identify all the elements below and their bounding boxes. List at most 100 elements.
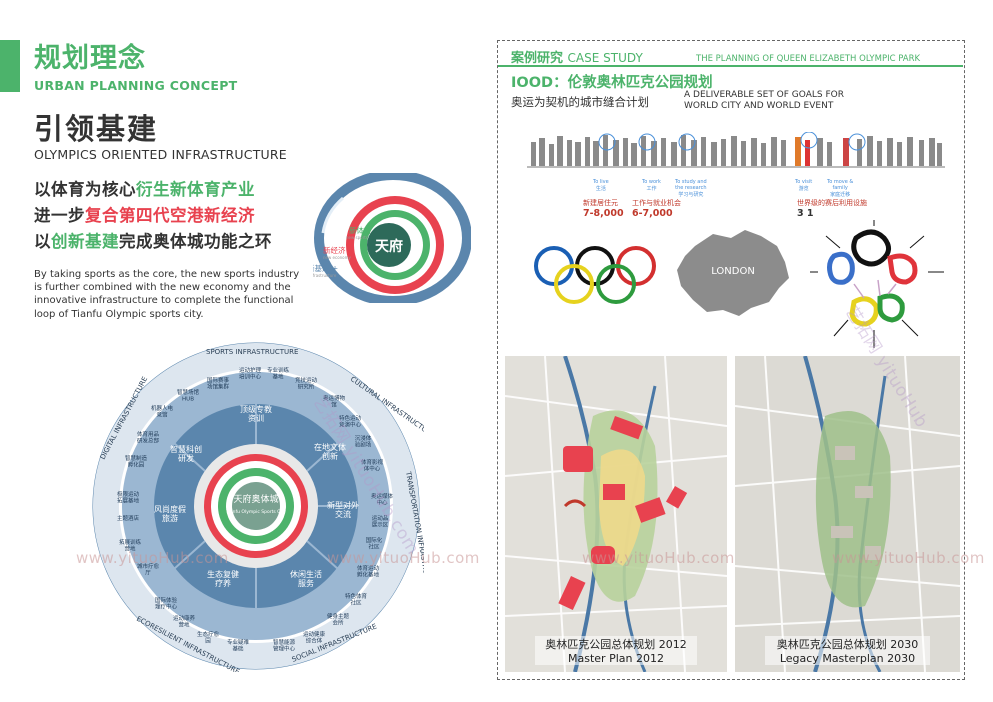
facility-label: 生态疗愈园 bbox=[197, 630, 220, 644]
goal-item: To live 生活 bbox=[593, 179, 609, 192]
facility-label: 智慧制造孵化园 bbox=[125, 454, 148, 468]
goals-row: To live 生活 To work 工作 To study and the r… bbox=[527, 177, 945, 232]
ring-tiny-label: new sports bbox=[346, 235, 368, 240]
stat-block: 新建居住元 7-8,000 bbox=[583, 198, 624, 219]
facility-label: 竞技运动研究所 bbox=[295, 376, 318, 390]
case-study-header bbox=[498, 41, 963, 67]
stat-label: 工作与就业机会 bbox=[632, 199, 681, 207]
sector-title: 在地文体创新 bbox=[314, 442, 346, 461]
facility-label: 体育用品研发总部 bbox=[137, 430, 160, 444]
stat-label: 世界级的赛后利用设施 bbox=[797, 199, 867, 207]
sector-title: 顶级专教资训 bbox=[240, 404, 272, 423]
facility-label: 专业训练基地 bbox=[267, 366, 290, 380]
case-study-subject: THE PLANNING OF QUEEN ELIZABETH OLYMPIC … bbox=[696, 54, 921, 64]
london-map-shape: LONDON bbox=[677, 230, 789, 316]
map-caption-en: Legacy Masterplan 2030 bbox=[779, 652, 916, 665]
stat-block: 工作与就业机会 6-7,000 bbox=[632, 198, 681, 219]
watermark: www.yituoHub.com bbox=[327, 549, 480, 567]
case-study-title: 案例研究 CASE STUDY bbox=[511, 47, 643, 66]
goal-item: To work 工作 bbox=[642, 179, 661, 192]
goal-item: To move & family 家庭迁移 bbox=[827, 179, 854, 198]
people-illustration bbox=[527, 132, 945, 168]
goal-item: To visit 游览 bbox=[795, 179, 813, 192]
facility-label: 主题酒店 bbox=[117, 514, 140, 522]
facility-label: 沉浸体验剧场 bbox=[355, 434, 372, 448]
facility-label: 运动品展示区 bbox=[372, 514, 389, 528]
goal-item: To study and the research 学习与研究 bbox=[675, 179, 707, 198]
sector-title: 新型对外交流 bbox=[327, 500, 359, 519]
facility-label: 运动健康综合体 bbox=[303, 630, 326, 644]
sector-title: 风尚度假旅游 bbox=[154, 504, 186, 523]
sector-title: 休闲生活服务 bbox=[290, 569, 322, 588]
connectivity-diagram bbox=[810, 220, 944, 348]
slogan-line-3: 以创新基建完成奥体城功能之环 bbox=[34, 228, 272, 252]
facility-label: 体育运动孵化基地 bbox=[357, 564, 380, 578]
ring-center-label: 天府 bbox=[375, 238, 403, 255]
ring-label-infra: 新基建 + bbox=[313, 263, 338, 273]
map-2012-caption: 奥林匹克公园总体规划 2012 Master Plan 2012 bbox=[535, 636, 697, 665]
ring-tiny-label: new economy bbox=[323, 255, 352, 260]
concept-ring-diagram: 天府 新体育 new sports 新经济 + new economy 新基建 … bbox=[313, 173, 471, 303]
slogan-highlight: 衍生新体育产业 bbox=[136, 180, 255, 199]
ring-label-sports: 新体育 bbox=[349, 225, 372, 235]
case-label-en: CASE STUDY bbox=[567, 51, 643, 65]
facility-label: 国际化社区 bbox=[366, 536, 383, 550]
accent-bar bbox=[0, 40, 20, 92]
facility-label: 国际赛事场馆集群 bbox=[207, 376, 230, 390]
london-label: LONDON bbox=[711, 266, 755, 277]
map-caption-cn: 奥林匹克公园总体规划 2012 bbox=[545, 638, 687, 651]
stat-value: 3 1 bbox=[797, 208, 814, 219]
wheel-center-en: Tianfu Olympic Sports City bbox=[225, 509, 286, 515]
watermark: www.yituoHub.com bbox=[582, 549, 735, 567]
outer-label-sports: SPORTS INFRASTRUCTURE bbox=[206, 348, 298, 356]
ring-tiny-label: infrastructure bbox=[313, 273, 337, 278]
watermark: www.yituoHub.com bbox=[76, 549, 229, 567]
map-2030-caption: 奥林匹克公园总体规划 2030 Legacy Masterplan 2030 bbox=[765, 636, 930, 665]
wheel-center-label: 天府奥体城 bbox=[233, 493, 278, 505]
facility-label: 拓展训练营地 bbox=[119, 538, 142, 552]
case-study-panel bbox=[497, 40, 965, 680]
masterplan-2030-map: 奥林匹克公园总体规划 2030 Legacy Masterplan 2030 bbox=[735, 356, 960, 672]
facility-label: 专业疑难基础 bbox=[227, 638, 250, 652]
olympic-rings-icon bbox=[534, 246, 656, 304]
watermark: www.yituoHub.com bbox=[832, 549, 985, 567]
slogan-text: 完成奥体城功能之环 bbox=[119, 232, 272, 251]
slogan-text: 以 bbox=[34, 232, 51, 251]
facility-label: 运动康养营地 bbox=[173, 614, 196, 628]
slogan-highlight: 复合第四代空港新经济 bbox=[85, 206, 255, 225]
facility-label: 机器人电竞馆 bbox=[151, 404, 174, 418]
masterplan-2012-map: 奥林匹克公园总体规划 2012 Master Plan 2012 bbox=[505, 356, 727, 672]
stat-label: 新建居住元 bbox=[583, 199, 618, 207]
facility-label: 特色运动竞演中心 bbox=[339, 414, 362, 428]
facility-label: 运动护理培训中心 bbox=[239, 366, 262, 380]
slogan-line-2: 进一步复合第四代空港新经济 bbox=[34, 202, 255, 226]
project-subtitle-en: A DELIVERABLE SET OF GOALS FOR WORLD CIT… bbox=[684, 90, 844, 111]
stat-value: 7-8,000 bbox=[583, 208, 624, 219]
sector-title: 智慧科创研发 bbox=[170, 444, 202, 463]
ring-label-economy: 新经济 + bbox=[323, 245, 354, 255]
slogan-highlight: 创新基建 bbox=[51, 232, 119, 251]
section-title-en: OLYMPICS ORIENTED INFRASTRUCTURE bbox=[34, 147, 287, 162]
page-title-en: URBAN PLANNING CONCEPT bbox=[34, 78, 238, 93]
map-2012-drawing bbox=[505, 356, 727, 672]
facility-label: 奥运博物馆 bbox=[323, 394, 346, 408]
facility-label: 极限运动拓展基地 bbox=[117, 490, 140, 504]
slogan-line-1: 以体育为核心衍生新体育产业 bbox=[34, 176, 255, 200]
slogan-text: 以体育为核心 bbox=[34, 180, 136, 199]
facility-label: 奥运媒体中心 bbox=[371, 492, 394, 506]
facility-label: 城市疗愈厅 bbox=[137, 562, 160, 576]
project-title: IOOD：伦敦奥林匹克公园规划 bbox=[511, 75, 713, 91]
facility-label: 智慧能源管理中心 bbox=[273, 638, 296, 652]
section-title: 引领基建 bbox=[34, 112, 159, 146]
stat-value: 6-7,000 bbox=[632, 208, 673, 219]
map-caption-cn: 奥林匹克公园总体规划 2030 bbox=[776, 638, 919, 651]
description-en: By taking sports as the core, the new sp… bbox=[34, 269, 300, 320]
project-subtitle: 奥运为契机的城市缝合计划 bbox=[511, 95, 649, 109]
facility-label: 体育影视体中心 bbox=[361, 458, 384, 472]
map-caption-en: Master Plan 2012 bbox=[568, 652, 664, 665]
slogan-text: 进一步 bbox=[34, 206, 85, 225]
stat-block: 世界级的赛后利用设施 3 1 bbox=[797, 198, 867, 219]
case-label-cn: 案例研究 bbox=[511, 51, 564, 66]
facility-label: 健身主题会所 bbox=[327, 612, 350, 626]
